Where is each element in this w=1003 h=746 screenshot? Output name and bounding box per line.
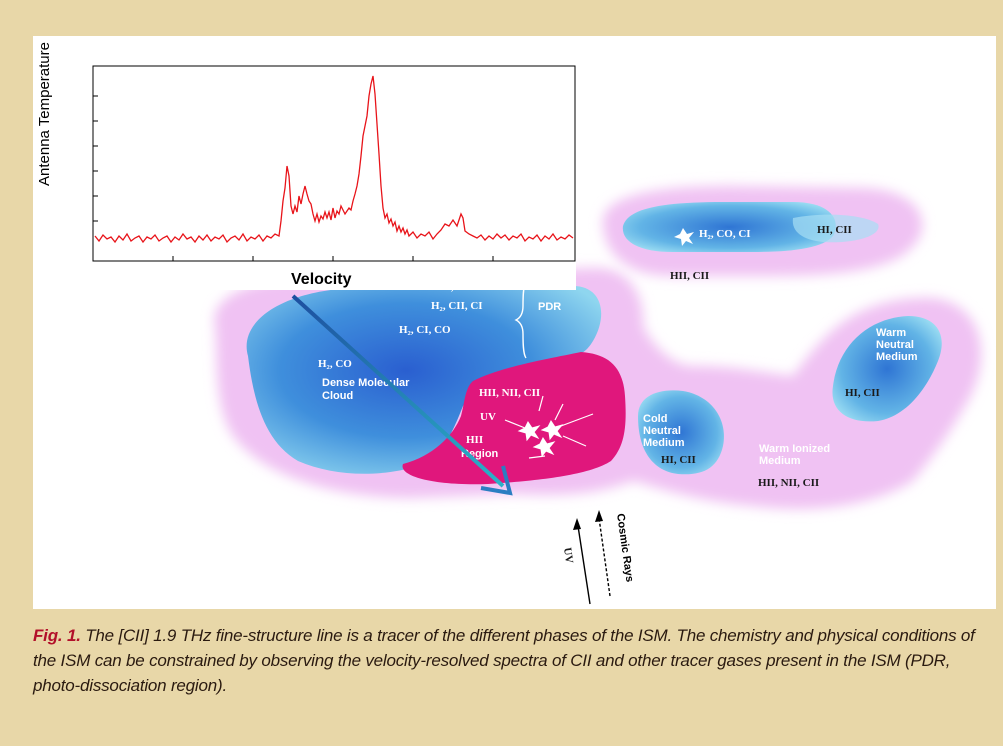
spectrum-line [94,75,574,244]
warm-neutral-species: HI, CII [845,387,880,399]
warm-ionized-name-2: Medium [759,455,801,467]
uv-arrow [573,518,591,605]
ism-diagram: HI, CII H₂, CII, CI H₂, CI, CO PDR H₂, C… [33,36,982,605]
warm-neutral-medium [832,316,942,422]
spectrum-inset: Antenna Temperature Velocity [33,36,576,290]
line-of-sight-arrow [291,294,513,496]
pdr-brace [514,281,527,359]
upper-molecular-cloud [622,202,836,252]
figure-number: Fig. 1. [33,626,81,645]
pdr-tag: PDR [538,301,561,313]
uv-stars [504,395,594,459]
cold-neutral-name-2: Neutral [643,425,681,437]
hii-region-name-1: HII [466,434,483,446]
cosmic-ray-arrow [595,510,611,597]
cold-neutral-name-1: Cold [643,413,667,425]
caption-text: The [CII] 1.9 THz fine-structure line is… [33,626,975,695]
upper-cloud-star [674,228,694,246]
hii-uv-label: UV [480,411,496,423]
warm-ionized-name-1: Warm Ionized [759,443,830,455]
cold-neutral-medium [638,390,724,475]
cold-neutral-name-3: Medium [643,437,685,449]
hii-species-label: HII, NII, CII [479,387,540,399]
dense-species-label: H₂, CO [318,358,352,370]
upper-cloud-hii-label: HII, CII [670,270,709,282]
spectrum-ylabel: Antenna Temperature [36,42,53,186]
warm-neutral-name-1: Warm [876,327,906,339]
warm-ionized-species: HII, NII, CII [758,477,819,489]
figure-caption: Fig. 1. The [CII] 1.9 THz fine-structure… [33,623,996,698]
spectrum-xlabel: Velocity [291,271,352,288]
warm-neutral-name-2: Neutral [876,339,914,351]
hii-region [402,352,626,485]
uv-arrow-label: UV [561,547,575,564]
spectrum-ticks [93,95,494,261]
upper-cloud-species: H₂, CO, CI [699,228,751,240]
warm-neutral-name-3: Medium [876,351,918,363]
pdr-species-2: H₂, CI, CO [399,324,451,336]
pdr-species-1: H₂, CII, CI [431,300,483,312]
upper-hi-zone [792,214,879,243]
figure-panel: HI, CII H₂, CII, CI H₂, CI, CO PDR H₂, C… [33,36,996,609]
cosmic-rays-label: Cosmic Rays [614,513,635,583]
cold-neutral-species: HI, CII [661,454,696,466]
dense-cloud-name-2: Cloud [322,390,353,402]
upper-cloud-hi-label: HI, CII [817,224,852,236]
dense-cloud-name-1: Dense Molecular [322,377,410,389]
